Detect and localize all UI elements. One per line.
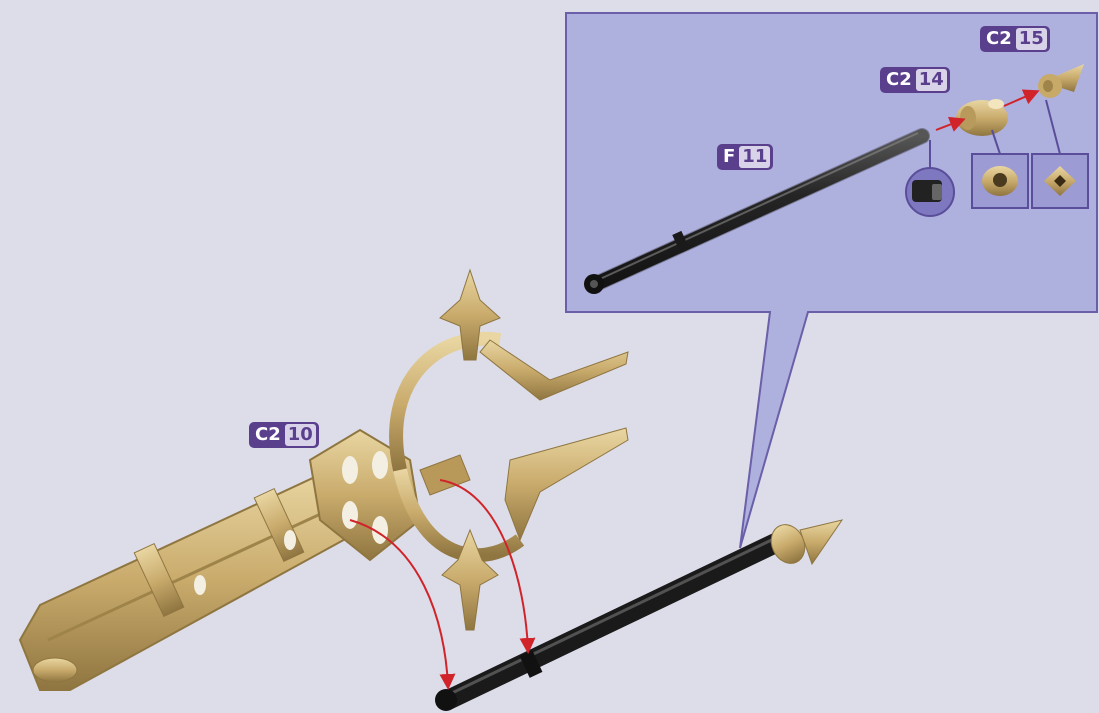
part-number: 10 bbox=[285, 424, 316, 446]
part-code: C2 bbox=[983, 28, 1016, 50]
callout-panel bbox=[566, 13, 1097, 548]
part-code: C2 bbox=[883, 69, 916, 91]
part-number: 15 bbox=[1016, 28, 1047, 50]
ornate-handle bbox=[20, 270, 628, 690]
part-number: 11 bbox=[739, 146, 770, 168]
part-code: C2 bbox=[252, 424, 285, 446]
part-code: F bbox=[720, 146, 739, 168]
part-number: 14 bbox=[916, 69, 947, 91]
